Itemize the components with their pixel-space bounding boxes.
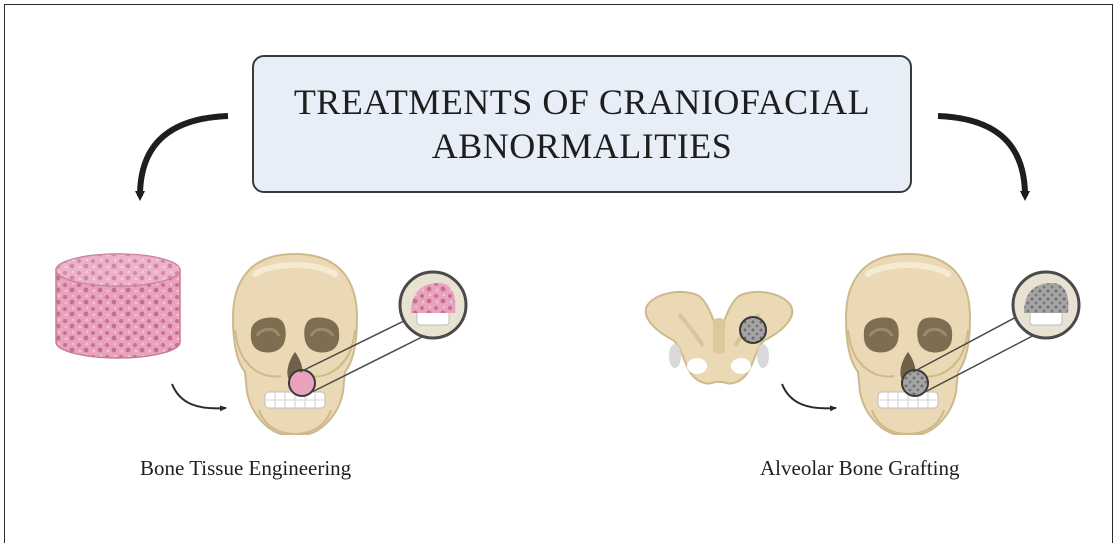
curved-arrow-icon	[782, 384, 836, 408]
curved-arrow-icon	[140, 116, 228, 196]
scaffold-icon	[56, 254, 180, 358]
skull-icon	[233, 254, 357, 434]
skull-icon	[846, 254, 970, 434]
curved-arrow-icon	[172, 384, 226, 408]
curved-arrow-icon	[938, 116, 1025, 196]
caption-bone-tissue-engineering: Bone Tissue Engineering	[140, 456, 351, 481]
caption-alveolar-bone-grafting: Alveolar Bone Grafting	[760, 456, 959, 481]
graft-site-icon	[902, 370, 928, 396]
title-line-2: ABNORMALITIES	[432, 124, 733, 168]
magnifier-icon	[1013, 272, 1079, 338]
title-line-1: TREATMENTS OF CRANIOFACIAL	[294, 80, 870, 124]
title-box: TREATMENTS OF CRANIOFACIAL ABNORMALITIES	[252, 55, 912, 193]
graft-site-icon	[289, 370, 315, 396]
pelvis-icon	[646, 292, 793, 384]
magnifier-icon	[400, 272, 466, 338]
